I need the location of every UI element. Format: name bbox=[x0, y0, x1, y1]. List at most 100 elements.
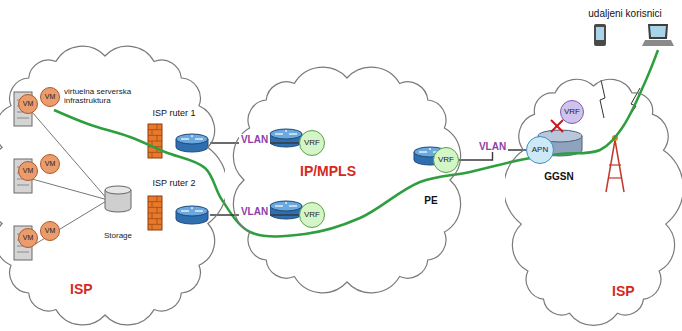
node-label: APN bbox=[532, 145, 548, 154]
router-arrow bbox=[429, 148, 430, 150]
laptop-screen bbox=[650, 26, 666, 37]
firewall-brick bbox=[157, 219, 158, 225]
node-label: VRF bbox=[304, 210, 320, 219]
vm-circle: VM bbox=[18, 228, 38, 248]
router-arrow bbox=[419, 151, 427, 152]
router-box: ISP ruter 2 bbox=[138, 178, 210, 226]
region-label: IP/MPLS bbox=[300, 163, 356, 179]
firewall-brick bbox=[157, 124, 158, 130]
server-slot bbox=[17, 118, 29, 119]
blocked-mark bbox=[551, 120, 563, 132]
node-label: VM bbox=[23, 234, 34, 242]
vlan-label: VLAN bbox=[239, 134, 270, 146]
firewall-brick bbox=[152, 152, 153, 158]
phone-screen bbox=[596, 27, 604, 40]
firewall-brick bbox=[148, 207, 162, 208]
router-arrow bbox=[195, 138, 203, 139]
node-label: VRF bbox=[564, 107, 580, 116]
isp-cloud: VMVMVMVMVMVMStorageISP ruter 1ISP ruter … bbox=[0, 40, 225, 331]
cloud-outline bbox=[228, 62, 466, 298]
vlan-label: VLAN bbox=[239, 206, 270, 218]
node-label: VM bbox=[23, 100, 34, 108]
router-arrow bbox=[289, 133, 297, 134]
firewall-brick bbox=[148, 141, 162, 142]
firewall bbox=[148, 124, 162, 158]
node-label: ISP ruter 1 bbox=[152, 108, 197, 118]
storage-link bbox=[32, 179, 108, 200]
node-label: VM bbox=[45, 227, 56, 235]
router-arrow bbox=[181, 138, 189, 139]
router-arrow bbox=[195, 210, 203, 211]
vm-circle: VM bbox=[40, 221, 60, 241]
vrf-circle: VRF bbox=[560, 100, 584, 124]
vrf-circle: VRF bbox=[299, 130, 325, 156]
router-arrow bbox=[191, 207, 192, 209]
phone bbox=[594, 24, 606, 46]
router-arrow bbox=[289, 205, 297, 206]
traffic-path bbox=[54, 50, 658, 236]
cloud-outline bbox=[505, 70, 682, 331]
vrf-circle: VRF bbox=[433, 147, 459, 173]
storage-link bbox=[32, 112, 108, 200]
firewall-brick bbox=[148, 218, 162, 219]
cell-tower bbox=[608, 177, 622, 178]
cell-tower bbox=[606, 140, 615, 192]
pe-label: PE bbox=[424, 195, 437, 207]
cell-tower bbox=[609, 164, 621, 165]
node-label: VM bbox=[45, 93, 56, 101]
label-anchor: udaljeni korisnici bbox=[588, 3, 661, 21]
firewall-brick bbox=[152, 130, 153, 136]
router-icon bbox=[270, 129, 302, 139]
firewall-brick bbox=[157, 207, 158, 213]
firewall-brick bbox=[148, 213, 162, 214]
users-label: udaljeni korisnici bbox=[588, 8, 661, 20]
firewall-brick bbox=[157, 135, 158, 141]
vrf-circle: VRF bbox=[299, 202, 325, 228]
blocked-mark bbox=[551, 120, 563, 132]
region-label: ISP bbox=[70, 281, 93, 297]
radio-link bbox=[600, 80, 605, 118]
router-icon bbox=[176, 206, 208, 216]
edge-label-anchor: VLAN bbox=[239, 129, 270, 147]
firewall-brick bbox=[148, 201, 162, 202]
router-icon bbox=[176, 134, 208, 144]
firewall-brick bbox=[148, 129, 162, 130]
firewall-brick bbox=[157, 196, 158, 202]
vm-circle: VM bbox=[18, 161, 38, 181]
isp-cloud: APN VRF GGSN ISP bbox=[505, 70, 682, 331]
laptop bbox=[648, 24, 668, 39]
server-slot bbox=[17, 185, 29, 186]
storage-cylinder bbox=[105, 186, 131, 194]
region-label: ISP bbox=[612, 283, 635, 299]
label-anchor: virtuelna serverska infrastruktura bbox=[64, 87, 158, 107]
cloud-outline bbox=[505, 79, 682, 325]
infrastructure-label: virtuelna serverska infrastruktura bbox=[64, 87, 158, 105]
firewall bbox=[148, 196, 162, 230]
router-arrow bbox=[285, 202, 286, 204]
ggsn-device: APN VRF GGSN bbox=[528, 98, 590, 182]
firewall-brick bbox=[148, 152, 162, 153]
router-arrow bbox=[181, 210, 189, 211]
cell-tower bbox=[615, 140, 624, 192]
firewall-brick bbox=[148, 135, 162, 136]
firewall-brick bbox=[152, 213, 153, 219]
router-arrow bbox=[275, 205, 283, 206]
edge-label-anchor: VLAN bbox=[477, 136, 508, 154]
node-label: VM bbox=[23, 167, 34, 175]
router-arrow bbox=[275, 133, 283, 134]
mpls-cloud: VRF VRF VRF IP/MPLS bbox=[228, 62, 466, 298]
node-label: VRF bbox=[304, 138, 320, 147]
firewall-brick bbox=[152, 224, 153, 230]
server-slot bbox=[17, 252, 29, 253]
vm-circle: VM bbox=[18, 94, 38, 114]
label-anchor: PE bbox=[424, 190, 437, 208]
node-label: ISP ruter 2 bbox=[152, 178, 197, 188]
storage-link bbox=[32, 200, 108, 246]
node-label: VRF bbox=[438, 155, 454, 164]
edge-label-anchor: VLAN bbox=[239, 201, 270, 219]
router-icon bbox=[270, 201, 302, 211]
node-label: GGSN bbox=[544, 171, 573, 183]
vm-circle: VM bbox=[40, 87, 60, 107]
